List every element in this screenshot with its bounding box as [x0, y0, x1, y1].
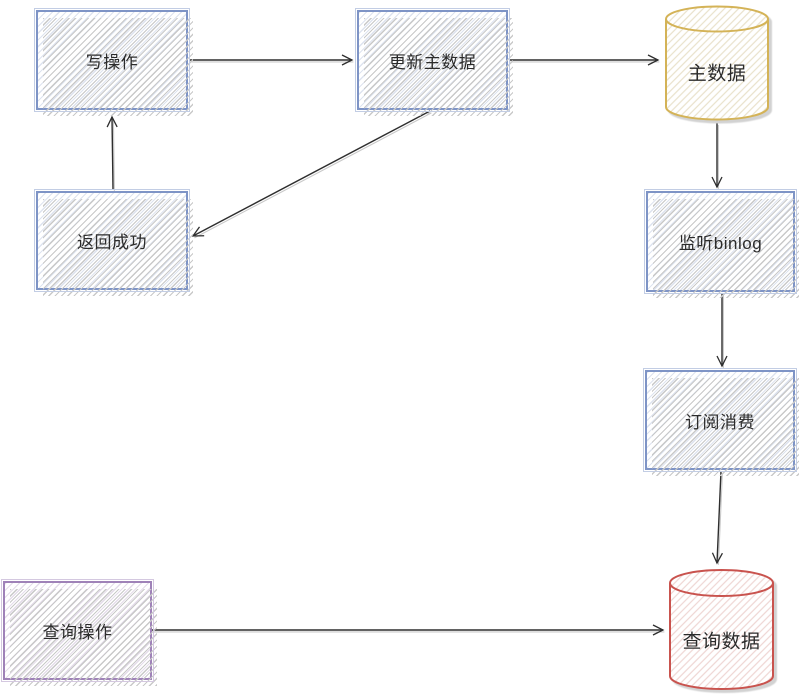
node-master-data: 主数据 — [664, 4, 770, 122]
edge-update-master-to-return-success — [191, 110, 431, 237]
node-write-op-label: 写操作 — [85, 52, 139, 72]
node-listen-binlog-label: 监听binlog — [678, 234, 763, 253]
edge-return-success-to-write-op — [106, 115, 118, 190]
node-master-data-label: 主数据 — [687, 63, 747, 85]
edge-ghost-strokes — [112, 61, 724, 633]
node-query-data-label: 查询数据 — [682, 631, 761, 652]
edge-subscribe-consume-to-query-data — [711, 470, 723, 565]
node-return-success-label: 返回成功 — [77, 233, 147, 252]
node-query-op-label: 查询操作 — [42, 623, 113, 642]
database-cylinder-icon — [669, 569, 774, 690]
node-return-success: 返回成功 — [34, 189, 193, 296]
node-write-op: 写操作 — [34, 8, 193, 116]
node-query-op: 查询操作 — [1, 579, 157, 686]
node-update-master-label: 更新主数据 — [388, 52, 477, 72]
node-update-master: 更新主数据 — [355, 8, 513, 116]
node-listen-binlog: 监听binlog — [644, 189, 799, 298]
node-query-data: 查询数据 — [668, 567, 775, 692]
database-cylinder-icon — [665, 5, 769, 121]
node-subscribe-consume: 订阅消费 — [643, 368, 799, 476]
node-subscribe-consume-label: 订阅消费 — [685, 412, 755, 432]
